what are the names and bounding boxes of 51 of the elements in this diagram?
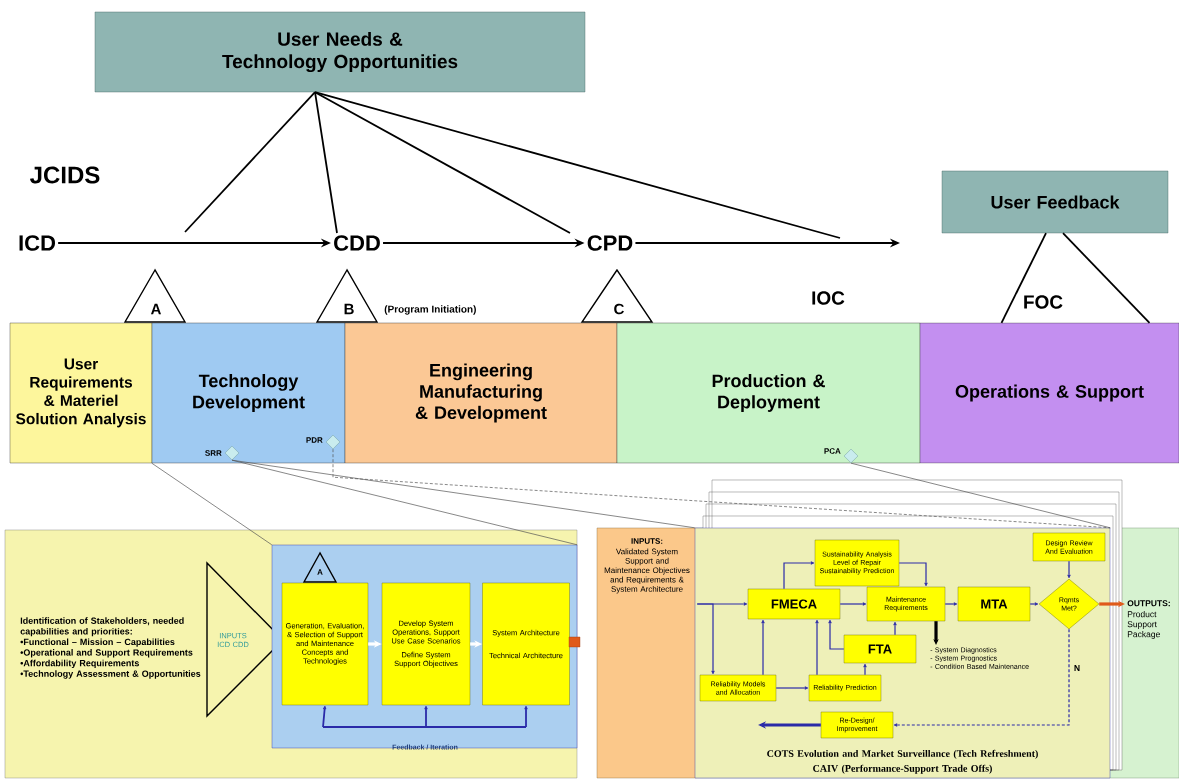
review-diamond <box>224 445 240 461</box>
annotation-text: SRR <box>205 450 222 456</box>
arrow <box>1029 602 1039 606</box>
arrow <box>893 628 1070 727</box>
process-box: FTA <box>843 634 917 664</box>
connector-line <box>1062 232 1151 324</box>
annotation-text: (Program Initiation) <box>384 305 476 315</box>
arrow <box>783 561 815 590</box>
arrow <box>524 705 528 728</box>
connector-line <box>151 462 273 546</box>
document-label: ICD <box>19 235 55 251</box>
milestone-label: FOC <box>1024 295 1063 309</box>
annotation-text: PCA <box>824 448 841 454</box>
connector-line <box>184 91 316 233</box>
arrow <box>775 686 809 690</box>
connector-line <box>314 91 338 234</box>
phase-box: User Requirements & Materiel Solution Analysis <box>9 322 153 464</box>
milestone-label: IOC <box>812 291 845 305</box>
phase-box: Engineering Manufacturing & Development <box>344 322 618 464</box>
document-label: CPD <box>587 235 633 251</box>
process-box: MTA <box>957 586 1031 622</box>
review-diamond <box>843 448 859 464</box>
arrow <box>322 705 327 728</box>
arrow <box>424 705 428 728</box>
document-label: CDD <box>334 235 380 251</box>
arrow <box>761 619 765 676</box>
process-box: FMECA <box>747 588 841 620</box>
connector-line <box>314 91 841 239</box>
section-label: JCIDS <box>30 166 100 184</box>
connector-line <box>1000 232 1047 324</box>
heading-box: User Needs & Technology Opportunities <box>94 11 586 93</box>
arrow <box>839 602 867 606</box>
arrow <box>898 562 928 587</box>
arrow <box>944 602 958 606</box>
annotation-text: PDR <box>306 437 323 443</box>
arrow <box>1067 560 1071 579</box>
connector-line <box>231 459 696 529</box>
arrow <box>815 619 819 676</box>
arrow <box>828 619 845 650</box>
arrow <box>893 621 897 636</box>
connector-line <box>314 91 571 234</box>
input-panel: INPUTS: Validated System Support and Maintenance Objectives and Requirements & System Architecture <box>596 527 698 779</box>
arrow <box>696 603 715 675</box>
edge-label: N <box>1072 664 1082 672</box>
feedback-box: User Feedback <box>941 170 1169 234</box>
output-label: OUTPUTS: Product Support Package <box>1127 600 1170 639</box>
connector-line <box>850 462 1111 529</box>
feedback-line <box>322 726 527 728</box>
review-diamond <box>325 434 341 450</box>
phase-box: Operations & Support <box>919 322 1179 464</box>
arrow <box>863 663 867 676</box>
